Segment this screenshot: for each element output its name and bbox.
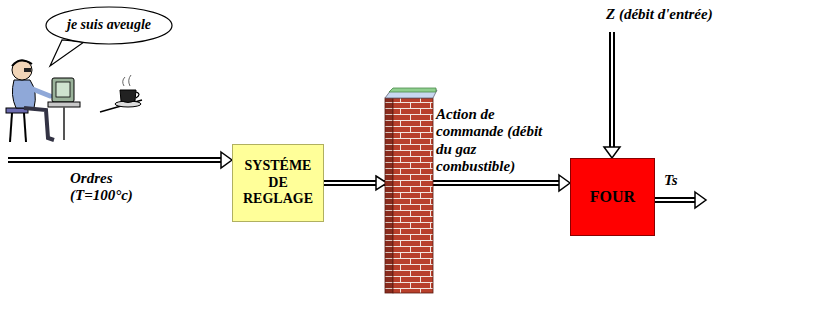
coffee-cup (100, 75, 142, 112)
input-flow-label: Z (débit d'entrée) (606, 6, 713, 23)
speech-bubble: je suis aveugle (45, 6, 173, 45)
furnace-box: FOUR (570, 158, 655, 236)
process-box: SYSTÉME DE REGLAGE (232, 144, 324, 222)
output-arrow (654, 192, 706, 208)
order-arrow (8, 152, 232, 168)
node-text: FOUR (590, 187, 635, 206)
bubble-tail (50, 40, 84, 66)
input-flow-arrow (604, 32, 620, 158)
node-text: SYSTÉME DE REGLAGE (238, 158, 318, 208)
command-label: Action de commande (débit du gaz combust… (436, 106, 546, 175)
person-figure (6, 60, 80, 142)
output-label: Ts (664, 172, 678, 189)
double-arrow (323, 175, 570, 191)
order-label: Ordres (T=100°c) (70, 170, 165, 205)
node-text: je suis aveugle (67, 17, 151, 34)
